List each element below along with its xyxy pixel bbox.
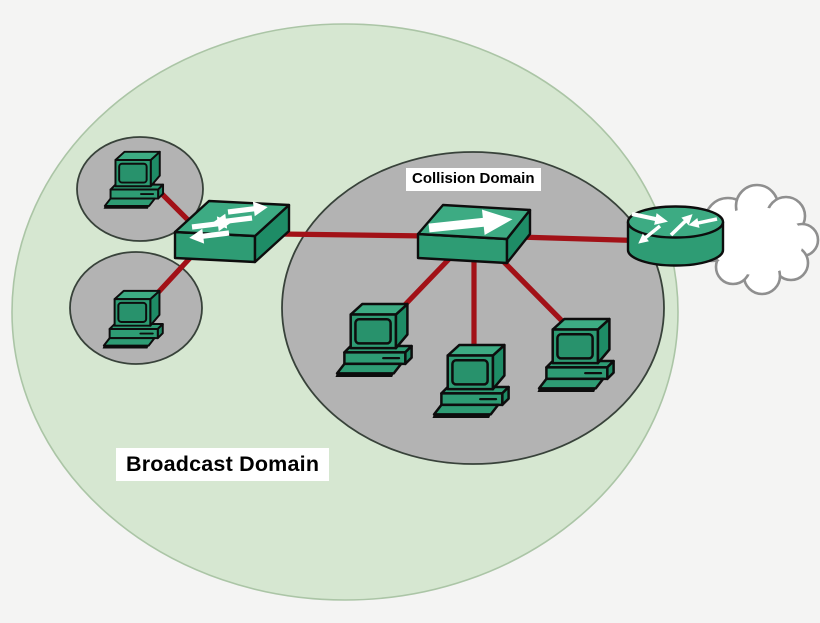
hub-icon bbox=[416, 203, 532, 265]
link-hub-pc3 bbox=[398, 256, 452, 312]
broadcast-domain-label: Broadcast Domain bbox=[116, 448, 330, 481]
link-switch-hub bbox=[279, 231, 431, 239]
router-icon bbox=[626, 205, 725, 267]
wan-cloud-icon bbox=[692, 183, 820, 296]
link-hub-pc5 bbox=[498, 256, 570, 329]
collision-domain-label: Collision Domain bbox=[406, 168, 541, 191]
switch-icon bbox=[173, 199, 291, 264]
